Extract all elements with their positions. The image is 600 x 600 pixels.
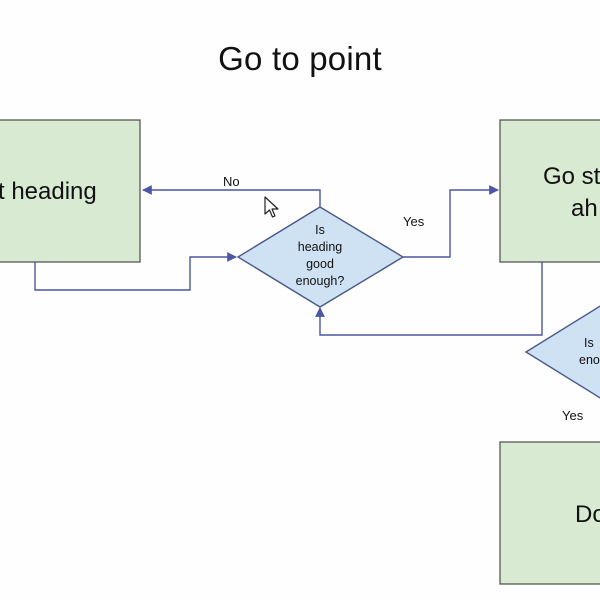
- heading-check-text-line-2: heading: [298, 240, 343, 254]
- edge-straight-to-check-connector: [315, 262, 543, 336]
- heading-check-text-line-3: good: [306, 257, 334, 271]
- mouse-cursor-icon: [264, 196, 279, 218]
- done-box: [499, 441, 600, 585]
- diagram-title: Go to point: [218, 40, 382, 77]
- edge-yes-heading-connector: [403, 185, 499, 258]
- edge-no-connector: [142, 185, 321, 207]
- go-straight-label-line-1: Go st: [543, 163, 600, 190]
- adjust-heading-label: t heading: [0, 178, 97, 205]
- distance-check-text-line-2: enou: [579, 353, 600, 367]
- heading-check-text-line-4: enough?: [296, 274, 345, 288]
- go-straight-label-line-2: ah: [571, 195, 598, 222]
- heading-check-diamond: [236, 206, 405, 308]
- done-label: Do: [575, 501, 600, 528]
- distance-check-diamond: [524, 305, 600, 399]
- edge-yes-heading-label: Yes: [403, 214, 425, 229]
- adjust-heading-box: [0, 119, 141, 263]
- edge-no-label: No: [223, 174, 240, 189]
- heading-check-text-line-1: Is: [315, 223, 325, 237]
- go-straight-box: [499, 119, 600, 263]
- edge-yes-distance-label: Yes: [562, 408, 584, 423]
- edge-adjust-to-check-connector: [34, 252, 237, 291]
- distance-check-text-line-1: Is: [584, 336, 594, 350]
